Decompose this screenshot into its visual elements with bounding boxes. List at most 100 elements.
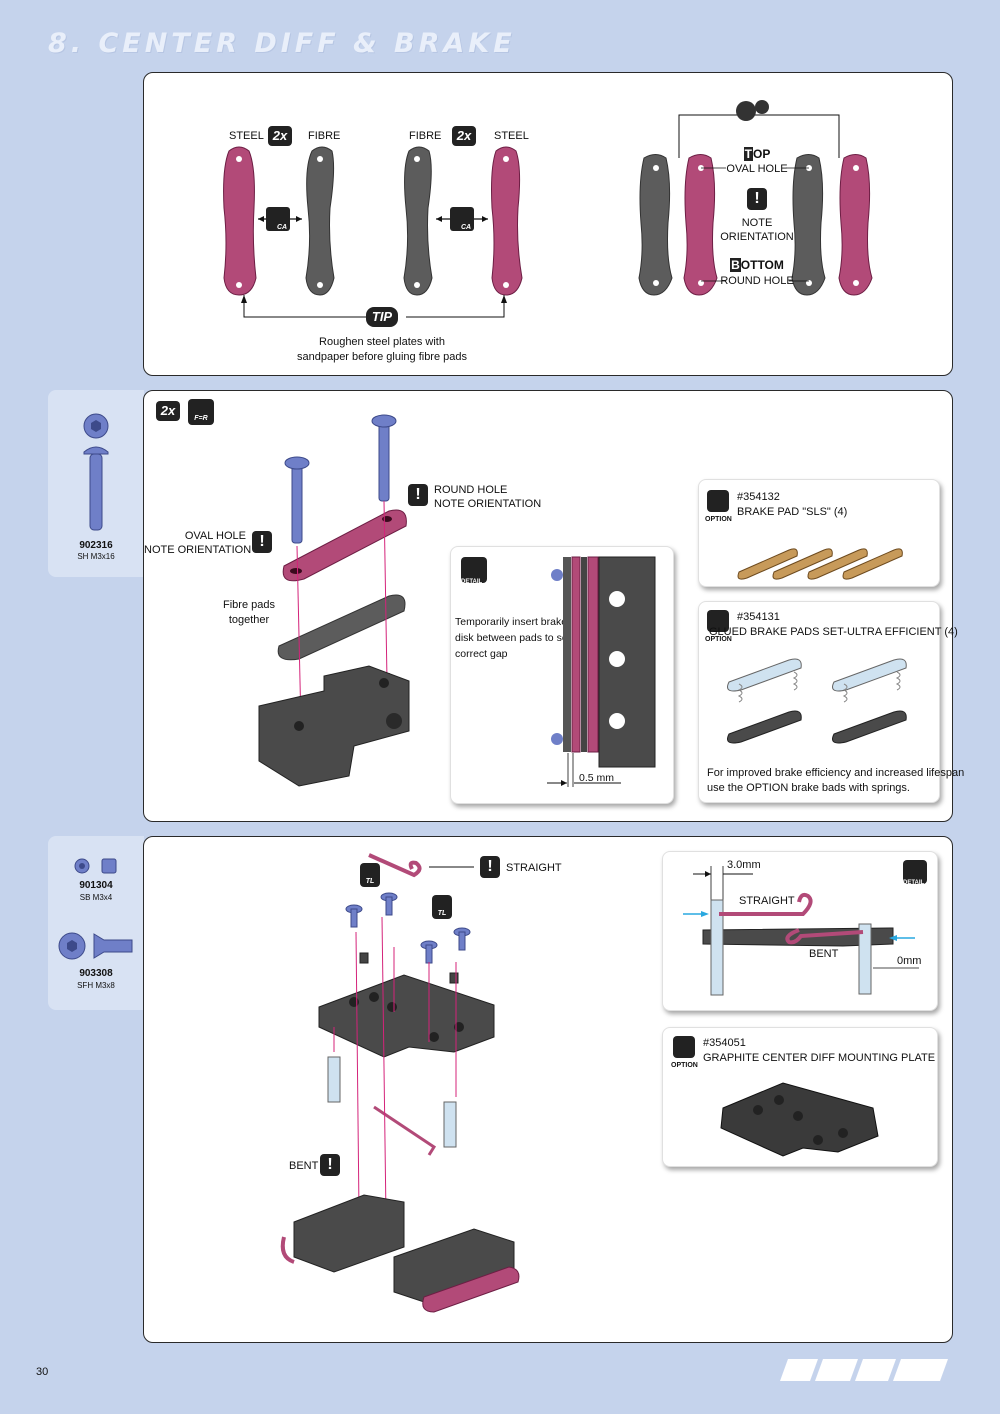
option-card-brake-pad-sls: OPTION #354132 BRAKE PAD "SLS" (4): [698, 479, 940, 587]
fr-label: F=R: [194, 415, 208, 422]
fibre-note-line1: Fibre pads: [223, 599, 275, 611]
round-hole-line2: NOTE ORIENTATION: [434, 498, 542, 510]
detail-dim-label: 3.0mm: [727, 859, 761, 871]
glued-pads-illustration: [727, 658, 907, 744]
tip-badge: TIP: [366, 307, 398, 327]
oval-hole-line2: NOTE ORIENTATION: [144, 544, 252, 556]
option-part-name: GRAPHITE CENTER DIFF MOUNTING PLATE: [703, 1052, 936, 1064]
round-hole-exclamation-icon: !: [408, 484, 428, 506]
detail-illustration: [547, 556, 656, 787]
brake-assembly-illustration: [258, 414, 410, 787]
part-desc: SFH M3x8: [77, 981, 115, 990]
step2-parts-box: 902316 SH M3x16: [48, 390, 144, 577]
steel-label-right: STEEL: [494, 130, 529, 142]
brake-pad-pairs-illustration: [223, 100, 873, 318]
option-note-line1: For improved brake efficiency and increa…: [707, 767, 965, 779]
set-screw-sb-m3x4-icon: [74, 858, 117, 874]
detail-wire-illustration: [683, 866, 919, 996]
fibre-note-line2: together: [228, 614, 270, 626]
bottom-letter: B: [730, 258, 741, 272]
detail-magnifier-icon: [903, 860, 927, 884]
option-part-number: #354132: [737, 491, 780, 503]
step3-parts-box: 901304 SB M3x4 903308 SFH M3x8: [48, 836, 144, 1010]
steel-pad-right: [491, 146, 523, 296]
detail-card: DETAIL Temporarily insert brake disk bet…: [450, 546, 674, 804]
top-heading: TOP: [724, 147, 790, 161]
bottom-rest: OTTOM: [740, 258, 784, 272]
glue-label-left: CA: [277, 224, 288, 231]
fibre-label-right: FIBRE: [409, 130, 442, 142]
fibre-label-left: FIBRE: [308, 130, 341, 142]
detail-card: DETAIL 3.0mm STRAIGHT BENT 0mm: [662, 851, 938, 1011]
option-card-glued-brake-pads: OPTION #354131 GLUED BRAKE PADS SET-ULTR…: [698, 601, 964, 803]
detail-line3: correct gap: [455, 648, 508, 660]
steel-pad-left: [223, 146, 257, 296]
fibre-pad-left: [305, 146, 335, 296]
option-part-number: #354051: [703, 1037, 746, 1049]
page-title: 8. CENTER DIFF & BRAKE: [48, 28, 516, 59]
screw-sfh-m3x8-icon: [58, 932, 133, 960]
orientation-pad-3: [791, 154, 826, 296]
option-label: OPTION: [705, 516, 732, 523]
part-code: 903308: [79, 968, 113, 979]
bent-exclamation-icon: !: [320, 1154, 340, 1176]
step3-panel: TL TL ! STRAIGHT BENT ! DETAIL 3.0mm STR…: [143, 836, 953, 1343]
option-thumbs-up-icon: [707, 610, 729, 632]
detail-line1: Temporarily insert brake: [455, 616, 568, 628]
top-desc: OVAL HOLE: [726, 163, 788, 175]
option-label: OPTION: [705, 636, 732, 643]
option-thumbs-up-icon: [673, 1036, 695, 1058]
bottom-desc: ROUND HOLE: [720, 275, 794, 287]
orientation-pad-4: [838, 154, 873, 296]
tip-text-line2: sandpaper before gluing fibre pads: [296, 351, 467, 363]
option-note-line2: use the OPTION brake bads with springs.: [707, 782, 910, 794]
count-badge-right: 2x: [452, 126, 476, 146]
part-desc: SH M3x16: [77, 552, 115, 561]
option-thumbs-up-icon: [707, 490, 729, 512]
fibre-pad-right: [403, 146, 433, 296]
straight-exclamation-icon: !: [480, 856, 500, 878]
note-line2: ORIENTATION: [720, 231, 794, 243]
orientation-pad-2: [683, 154, 718, 296]
option-card-graphite-plate: OPTION #354051 GRAPHITE CENTER DIFF MOUN…: [662, 1027, 938, 1167]
straight-label: STRAIGHT: [506, 862, 562, 874]
glue-label-right: CA: [461, 224, 472, 231]
detail-straight-label: STRAIGHT: [739, 895, 795, 907]
oval-hole-line1: OVAL HOLE: [184, 530, 246, 542]
screw-sh-m3x16-icon: [83, 413, 109, 531]
bent-label: BENT: [289, 1160, 319, 1172]
sls-pads-illustration: [737, 548, 903, 580]
oval-hole-exclamation-icon: !: [252, 531, 272, 553]
step1-panel: STEEL 2x FIBRE CA FIBRE 2x STEEL CA TIP …: [143, 72, 953, 376]
center-diff-assembly-illustration: [280, 853, 520, 1313]
threadlock-icon-1: TL: [360, 863, 380, 887]
option-part-name: GLUED BRAKE PADS SET-ULTRA EFFICIENT (4): [709, 626, 958, 638]
bottom-heading: BOTTOM: [719, 258, 795, 272]
brand-logo: [780, 1359, 948, 1381]
top-letter: T: [743, 147, 753, 161]
round-hole-line1: ROUND HOLE: [434, 484, 508, 496]
threadlock-icon-2: TL: [432, 895, 452, 919]
detail-gap-label: 0.5 mm: [579, 772, 615, 784]
note-exclamation-icon: !: [747, 188, 767, 210]
steel-label-left: STEEL: [229, 130, 264, 142]
top-rest: OP: [753, 147, 771, 161]
front-rear-icon: F=R: [188, 399, 214, 425]
orientation-pad-1: [638, 154, 673, 296]
note-line1: NOTE: [741, 217, 773, 229]
detail-bent-label: BENT: [809, 948, 839, 960]
tl-label: TL: [437, 910, 447, 917]
page-number: 30: [36, 1366, 49, 1378]
count-badge-left: 2x: [268, 126, 292, 146]
detail-zero-label: 0mm: [897, 955, 922, 967]
option-part-number: #354131: [737, 611, 780, 623]
step2-panel: 2x F=R ! ROUND HOLE NOTE ORIENTATION OVA…: [143, 390, 964, 822]
detail-line2: disk between pads to set: [455, 632, 571, 644]
detail-magnifier-icon: [461, 557, 487, 583]
option-label: OPTION: [671, 1062, 698, 1069]
count-badge: 2x: [156, 401, 180, 421]
part-desc: SB M3x4: [79, 893, 113, 902]
tip-text-line1: Roughen steel plates with: [319, 336, 445, 348]
graphite-plate-illustration: [720, 1082, 879, 1157]
tl-label: TL: [365, 878, 375, 885]
